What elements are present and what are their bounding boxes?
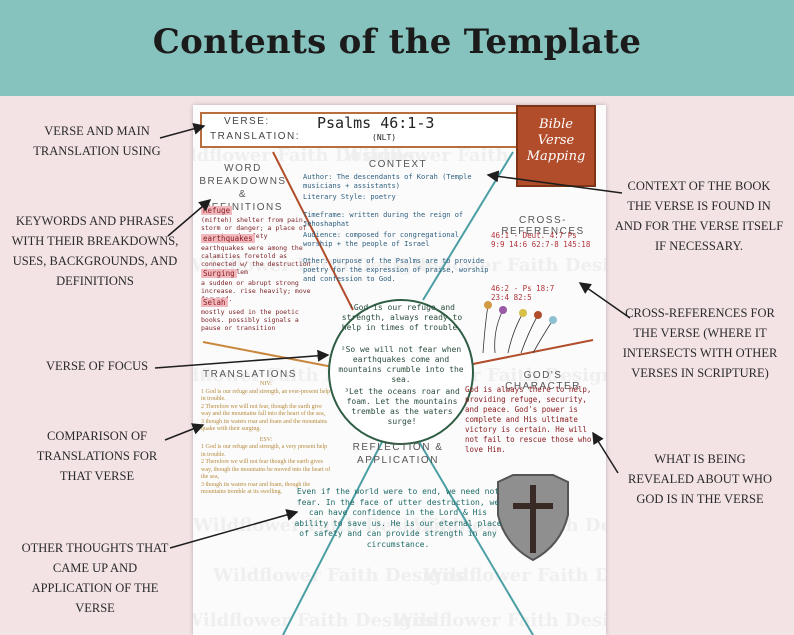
gods-character-heading: God's Character <box>505 370 581 392</box>
word-term: Selah <box>201 298 228 307</box>
word-heading: Word Breakdowns & Definitions <box>198 162 288 214</box>
context-timeframe: Timeframe: written during the reign of J… <box>303 211 464 228</box>
verse-box: VERSE: TRANSLATION: Psalms 46:1-3 (NLT) <box>200 112 526 148</box>
context-heading: Context <box>368 159 428 170</box>
context-other: Other: purpose of the Psalms are to prov… <box>303 257 489 283</box>
divider-line <box>202 341 334 368</box>
watermark: Wildflower Faith Designs <box>423 565 606 586</box>
translations-block: NIV: 1 God is our refuge and strength, a… <box>201 381 331 497</box>
badge-line: Bible <box>539 117 573 132</box>
crossref-heading: Cross-References <box>501 215 585 237</box>
badge-line: Mapping <box>526 149 586 164</box>
callout-thoughts: Other thoughts that came up and applicat… <box>21 541 169 615</box>
watermark: Wildflower Faith Designs <box>213 565 465 586</box>
callout-context: Context of the book the verse is found i… <box>614 179 784 253</box>
crossref-entry: 46:2 - Ps 18:7 23:4 82:5 <box>491 284 555 302</box>
reflection-heading: Reflection & Application <box>343 441 453 467</box>
word-heading-line: Word <box>224 163 262 174</box>
reflection-heading-line: Application <box>357 455 439 466</box>
badge-line: Verse <box>537 133 575 148</box>
translation-label: TRANSLATION: <box>210 131 301 142</box>
context-audience: Audience: composed for congregational wo… <box>303 231 459 248</box>
word-term: Refuge <box>201 206 233 215</box>
focus-verse-line: ¹God is our refuge and strength, always … <box>341 303 463 332</box>
gods-character-text: God is always there to help, providing r… <box>465 385 592 454</box>
cross-icon <box>530 485 536 553</box>
verse-value: Psalms 46:1-3 <box>317 114 435 132</box>
translation-value: (NLT) <box>372 133 397 142</box>
word-term: earthquakes <box>201 234 255 243</box>
bible-verse-mapping-badge: Bible Verse Mapping <box>516 105 596 187</box>
watermark: Wildflower Faith Designs <box>193 610 435 631</box>
word-heading-line: & Definitions <box>203 189 283 213</box>
translation-line: 3 though its waters roar and foam, thoug… <box>201 481 311 496</box>
divider-line <box>467 339 594 366</box>
crossref-entry: 46:1 - Deut. 4:7 Ps 9:9 14:6 62:7-8 145:… <box>491 231 591 249</box>
callout-keywords: Keywords and phrases with their breakdow… <box>11 214 179 288</box>
verse-label: VERSE: <box>224 116 270 127</box>
watermark: Wildflower Faith Designs <box>193 145 415 166</box>
translation-line: 2 Therefore we will not fear though the … <box>201 459 331 480</box>
watermark: Wildflower Faith Designs <box>193 515 445 536</box>
word-term: Surging <box>201 269 237 278</box>
sheet-dividers <box>202 151 594 635</box>
translation-line: 1 God is our refuge and strength, a very… <box>201 444 328 458</box>
arrow <box>167 199 212 237</box>
arrow <box>592 431 619 474</box>
translation-line: NIV: <box>260 381 272 387</box>
arrow <box>169 509 299 549</box>
reflection-text: Even if the world were to end, we need n… <box>294 487 502 549</box>
divider-line <box>417 439 534 635</box>
cross-icon <box>513 503 553 509</box>
watermark: Wildflower Faith Designs <box>193 255 435 276</box>
focus-verse-line: ³Let the oceans roar and foam. Let the m… <box>344 387 460 426</box>
callout-focus: Verse of focus <box>45 359 149 373</box>
arrow <box>159 122 206 139</box>
translation-line: 2 Therefore we will not fear, though the… <box>201 403 326 418</box>
template-sheet: Wildflower Faith Designs Wildflower Fait… <box>193 105 606 635</box>
word-definition: mostly used in the poetic books. possibl… <box>201 308 299 332</box>
focus-verse-line: ²So we will not fear when earthquakes co… <box>338 345 464 384</box>
context-author: Author: The descendants of Korah (Temple… <box>303 173 472 190</box>
context-style: Literary Style: poetry <box>303 193 396 201</box>
arrow <box>164 423 205 441</box>
divider-line <box>272 151 354 311</box>
divider-line <box>282 439 384 635</box>
word-heading-line: Breakdowns <box>199 176 287 187</box>
callout-verse-translation: Verse and main translation using <box>33 124 161 158</box>
arrow <box>578 282 631 319</box>
arrow <box>486 170 623 194</box>
flowers-icon <box>484 301 557 324</box>
watermark: Wildflower Faith Designs <box>393 610 606 631</box>
focus-circle <box>328 299 474 445</box>
callout-revealed: What is being revealed about who God is … <box>628 452 772 506</box>
translation-line: 1 God is our refuge and strength, an eve… <box>201 388 331 403</box>
arrow <box>154 349 330 369</box>
callout-crossref: Cross-references for the verse (where it… <box>622 306 778 380</box>
header-banner: Contents of the Template <box>0 0 794 96</box>
translation-line: ESV: <box>259 436 273 443</box>
callout-comparison: Comparison of translations for that vers… <box>36 429 158 483</box>
reflection-heading-line: Reflection & <box>352 442 444 453</box>
page-title: Contents of the Template <box>152 22 642 62</box>
translations-heading: Translations <box>203 369 297 380</box>
translation-line: 3 though its waters roar and foam and th… <box>201 418 328 433</box>
